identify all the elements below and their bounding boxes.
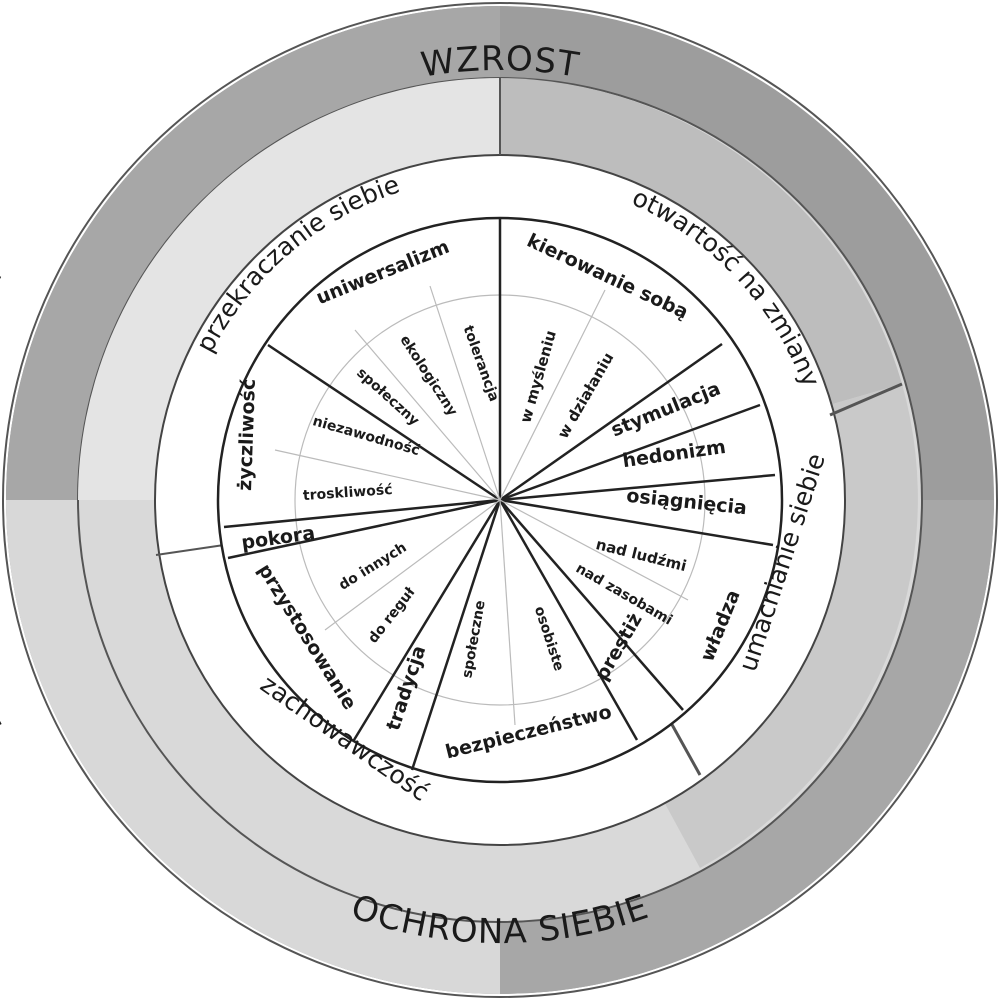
label-wzrost: WZROST xyxy=(418,39,582,86)
divider-right xyxy=(829,382,903,417)
label-troskliwosc: troskliwość xyxy=(302,482,393,504)
subvalue-dividers xyxy=(274,285,689,726)
divider-left xyxy=(155,544,225,556)
value-dividers xyxy=(223,218,776,771)
label-zyczliwosc: życzliwość xyxy=(234,378,260,491)
